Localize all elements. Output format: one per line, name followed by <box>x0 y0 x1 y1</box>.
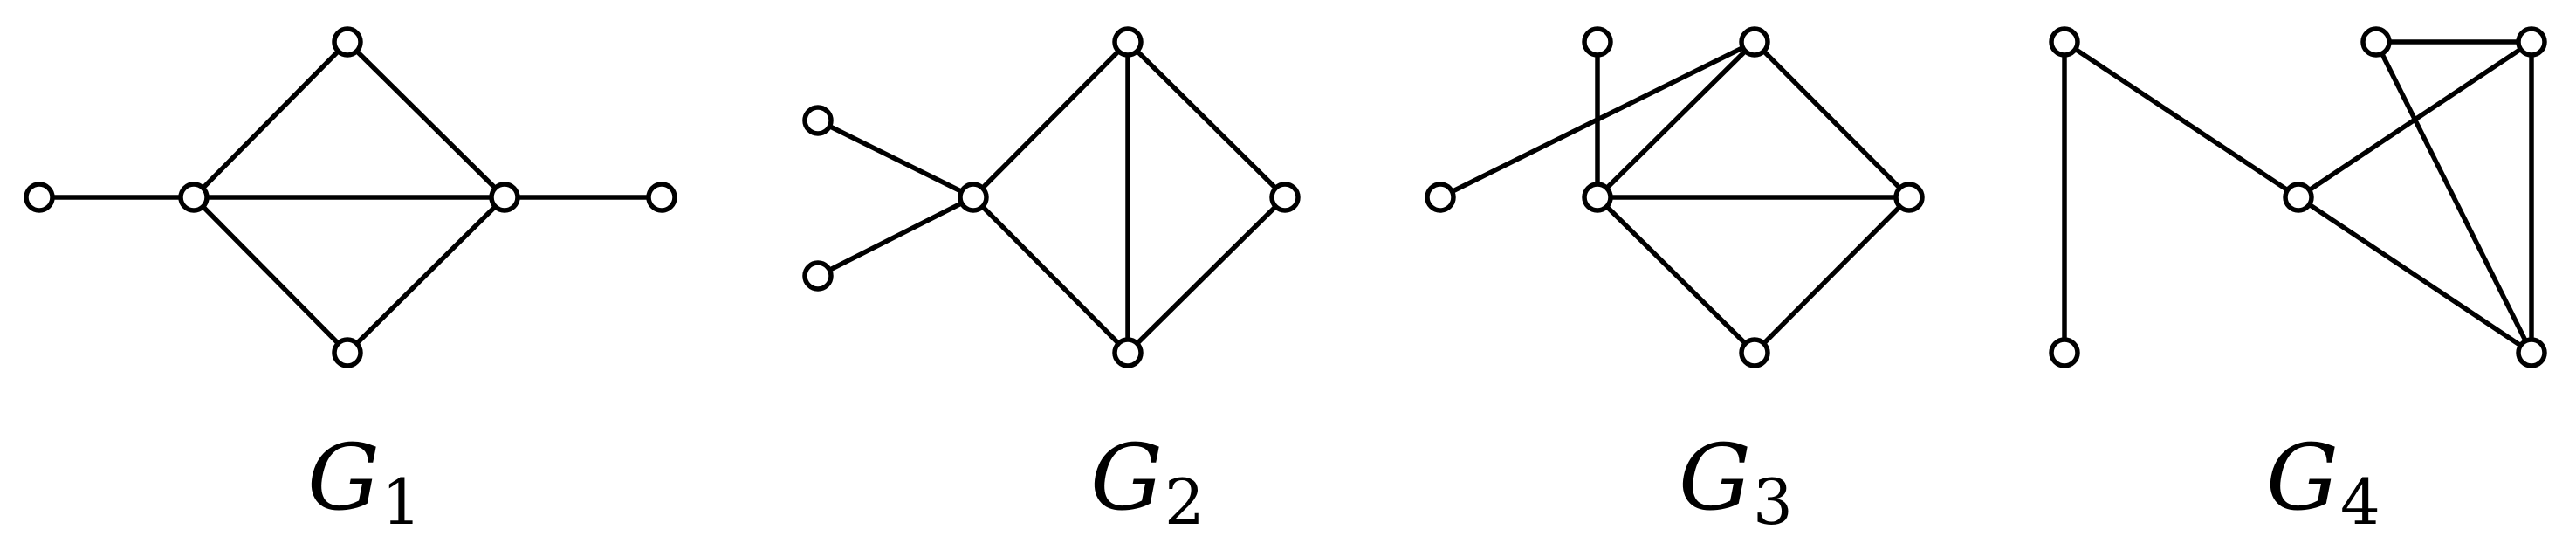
graph-g4-edge <box>2296 195 2534 355</box>
graph-label-g3: G 3 <box>1679 424 1793 539</box>
graph-g4-vertex <box>2516 337 2547 368</box>
graph-g1-edge <box>191 195 350 355</box>
graph-g4 <box>2049 26 2547 368</box>
graph-g3-vertex <box>1582 26 1613 58</box>
graph-label-g3-subscript: 3 <box>1753 465 1793 539</box>
graph-label-g1-subscript: 1 <box>381 465 422 539</box>
graph-label-g1: G 1 <box>307 424 422 539</box>
graph-g3-vertex <box>1893 182 1925 213</box>
graph-g3-edge <box>1595 39 1757 200</box>
graph-g3-edge <box>1752 195 1912 355</box>
graph-label-g4: G 4 <box>2266 424 2380 539</box>
graph-g4-vertex <box>2283 182 2314 213</box>
graph-g1-vertex <box>24 182 55 213</box>
graph-label-g4-main: G <box>2266 424 2339 531</box>
graph-g2-vertex <box>1112 26 1144 58</box>
graph-g2-edge <box>971 39 1130 200</box>
graph-g1-edge <box>345 195 507 355</box>
graph-g4-vertex <box>2516 26 2547 58</box>
graph-g2 <box>802 26 1301 368</box>
graph-g2-vertex <box>802 260 834 292</box>
graph-label-g4-subscript: 4 <box>2340 465 2380 539</box>
graph-g4-vertex <box>2049 337 2080 368</box>
graph-g4-vertex <box>2360 26 2392 58</box>
graph-g3 <box>1425 26 1925 368</box>
graph-g3-vertex <box>1582 182 1613 213</box>
graph-g2-edge <box>1125 195 1288 355</box>
graph-g2-edge <box>1125 39 1288 200</box>
graph-g3-vertex <box>1739 26 1770 58</box>
graph-g4-vertex <box>2049 26 2080 58</box>
graph-g2-vertex <box>958 182 989 213</box>
graph-g1-vertex <box>646 182 677 213</box>
graph-label-g2: G 2 <box>1090 424 1205 539</box>
graph-g4-edge <box>2062 39 2301 200</box>
graph-g1-edge <box>345 39 507 200</box>
graph-g1-edge <box>191 39 350 200</box>
graph-label-g2-main: G <box>1090 424 1163 531</box>
graph-g1-vertex <box>178 182 210 213</box>
graph-g2-edge <box>971 195 1130 355</box>
graph-g3-edge <box>1595 195 1757 355</box>
graphs-layer <box>24 26 2547 368</box>
graph-g1-vertex <box>332 337 363 368</box>
graph-g1-vertex <box>489 182 520 213</box>
graph-label-g1-main: G <box>307 424 380 531</box>
graph-g2-vertex <box>1269 182 1301 213</box>
graph-g1 <box>24 26 677 368</box>
graph-g2-vertex <box>802 105 834 136</box>
graph-g3-edge <box>1438 39 1757 200</box>
graph-g2-edge <box>815 118 976 200</box>
graph-g1-vertex <box>332 26 363 58</box>
graph-g3-edge <box>1752 39 1912 200</box>
graph-g4-edge <box>2373 39 2534 355</box>
graph-label-g2-subscript: 2 <box>1164 465 1205 539</box>
graph-g3-vertex <box>1425 182 1456 213</box>
graph-g2-edge <box>815 195 976 278</box>
graph-g3-vertex <box>1739 337 1770 368</box>
graph-g2-vertex <box>1112 337 1144 368</box>
graph-label-g3-main: G <box>1679 424 1751 531</box>
